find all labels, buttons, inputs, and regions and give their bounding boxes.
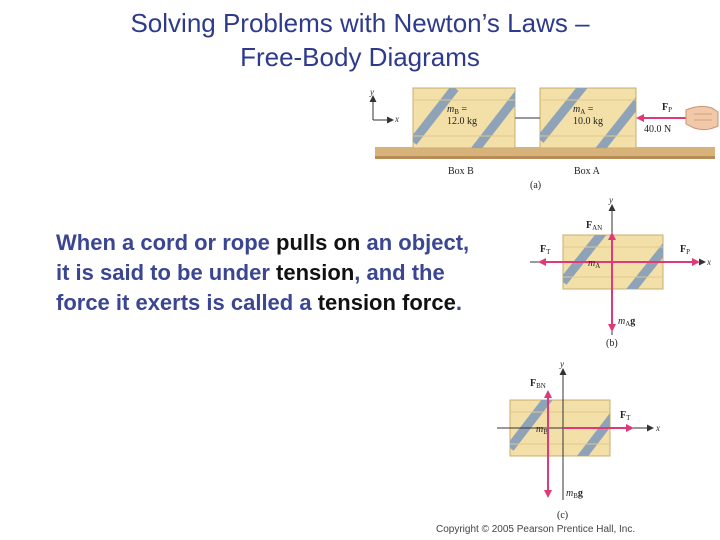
push-force-label-b: FP <box>680 244 690 256</box>
axis-y-label-b: y <box>608 195 613 205</box>
axis-x-label-a: x <box>394 114 399 124</box>
box-a-caption: Box A <box>574 166 601 177</box>
paragraph-part: When a cord or rope <box>56 230 277 255</box>
panel-label-b: (b) <box>606 338 618 349</box>
weight-label-b: mAg <box>618 316 635 328</box>
axis-x-label-c: x <box>655 423 660 433</box>
box-a-mass-value: 10.0 kg <box>573 116 603 127</box>
box-a-mass-label: mA = <box>573 104 594 116</box>
axis-y-label-c: y <box>559 359 564 369</box>
copyright-notice: Copyright © 2005 Pearson Prentice Hall, … <box>436 524 636 535</box>
weight-label-c: mBg <box>566 488 583 500</box>
panel-label-a: (a) <box>530 180 541 191</box>
paragraph-highlight-tension-force: tension force <box>317 290 456 315</box>
panel-label-c: (c) <box>557 510 568 521</box>
axis-y-label-a: y <box>369 87 374 97</box>
tension-paragraph: When a cord or rope pulls on an object, … <box>56 228 486 318</box>
box-a <box>539 87 637 149</box>
paragraph-highlight-tension: tension <box>276 260 355 285</box>
axis-x-label-b: x <box>706 257 711 267</box>
box-b-mass-label-c: mB <box>536 424 548 436</box>
hand-icon <box>685 105 719 131</box>
box-b <box>412 87 516 149</box>
normal-force-label-c: FBN <box>530 378 546 390</box>
paragraph-part: . <box>455 290 462 315</box>
box-b-mass-value: 12.0 kg <box>447 116 477 127</box>
title-line-1: Solving Problems with Newton’s Laws – <box>130 8 590 38</box>
box-b-mass-label: mB = <box>447 104 467 116</box>
title-line-2: Free-Body Diagrams <box>240 42 480 72</box>
figure-c: y x FBN FT mB mBg (c) <box>497 359 660 521</box>
paragraph-part: an object, it is said to be under <box>56 230 470 285</box>
figure-b: y x FAN FT FP mA mAg (b) <box>530 195 711 349</box>
slide-title: Solving Problems with Newton’s Laws – Fr… <box>0 6 720 74</box>
paragraph-part: , and the force it exerts is called a <box>56 260 445 315</box>
floor-edge <box>375 156 715 159</box>
box-b-caption: Box B <box>448 166 474 177</box>
floor-surface <box>375 147 715 157</box>
paragraph-highlight-pulls-on: pulls on <box>276 230 361 255</box>
applied-force-label: FP <box>662 102 672 114</box>
tension-label-c: FT <box>620 410 631 422</box>
figure-a: y x mB = 12.0 kg mA = 10.0 kg FP 40.0 N … <box>369 87 719 191</box>
normal-force-label-b: FAN <box>586 220 602 232</box>
box-a-mass-label-b: mA <box>588 258 600 270</box>
applied-force-value: 40.0 N <box>644 124 671 135</box>
tension-label-b: FT <box>540 244 551 256</box>
